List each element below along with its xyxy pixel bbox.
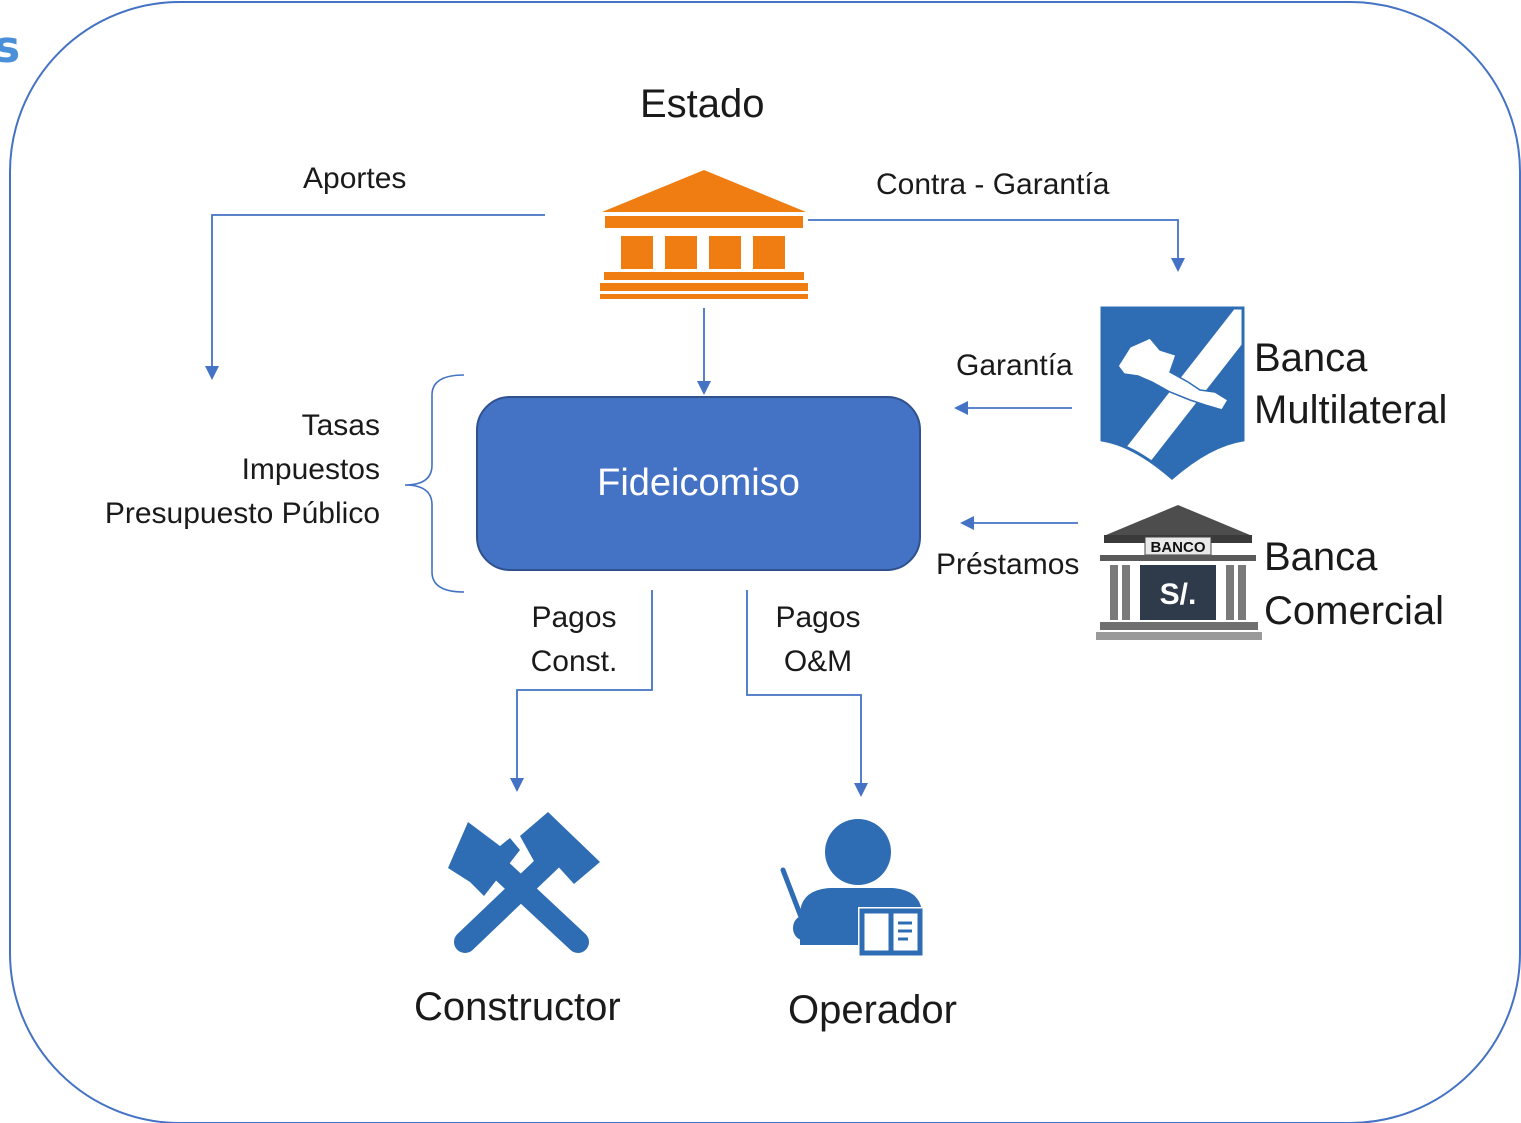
outer-frame: [9, 1, 1521, 1123]
operador-label: Operador: [788, 988, 957, 1032]
crossed-hammers-icon: [448, 812, 600, 953]
banca-multilateral-label: Banca Multilateral: [1254, 332, 1447, 436]
aportes-arrow: [205, 214, 545, 380]
prestamos-label: Préstamos: [936, 548, 1080, 581]
pagos-om-line2: O&M: [783, 645, 853, 678]
banca-comercial-line1: Banca: [1264, 535, 1378, 579]
source-impuestos: Impuestos: [241, 453, 380, 486]
currency-symbol-text: S/.: [1160, 578, 1197, 611]
operator-person-icon: [780, 819, 924, 957]
pagos-const-line2: Const.: [530, 645, 618, 678]
pagos-const-line1: Pagos: [531, 601, 617, 634]
government-building-icon: [600, 170, 808, 299]
contra-garantia-label: Contra - Garantía: [876, 168, 1110, 201]
banca-multilateral-line2: Multilateral: [1254, 388, 1448, 432]
corner-heading-fragment: s: [0, 22, 21, 73]
constructor-label: Constructor: [414, 985, 621, 1029]
banca-comercial-label: Banca Comercial: [1264, 530, 1444, 638]
pagos-om-arrow: [746, 590, 868, 797]
contra-garantia-arrow: [808, 219, 1185, 272]
banca-comercial-line2: Comercial: [1264, 589, 1445, 633]
sources-brace: [404, 374, 465, 593]
estado-label: Estado: [640, 82, 765, 126]
source-presupuesto-publico: Presupuesto Público: [104, 497, 380, 530]
fideicomiso-node: Fideicomiso: [476, 396, 921, 571]
aportes-label: Aportes: [303, 162, 407, 195]
pagos-const-label: Pagos Const.: [520, 596, 628, 684]
pagos-om-line1: Pagos: [775, 601, 861, 634]
pagos-const-arrow: [510, 590, 653, 792]
banca-multilateral-line1: Banca: [1254, 336, 1368, 380]
pagos-om-label: Pagos O&M: [766, 596, 870, 684]
garantia-label: Garantía: [956, 349, 1073, 382]
funding-sources-list: Tasas Impuestos Presupuesto Público: [60, 404, 380, 536]
source-tasas: Tasas: [301, 409, 380, 442]
commercial-bank-icon: BANCO S/.: [1096, 505, 1262, 640]
bank-sign-text: BANCO: [1151, 539, 1206, 556]
fideicomiso-label: Fideicomiso: [597, 462, 800, 504]
